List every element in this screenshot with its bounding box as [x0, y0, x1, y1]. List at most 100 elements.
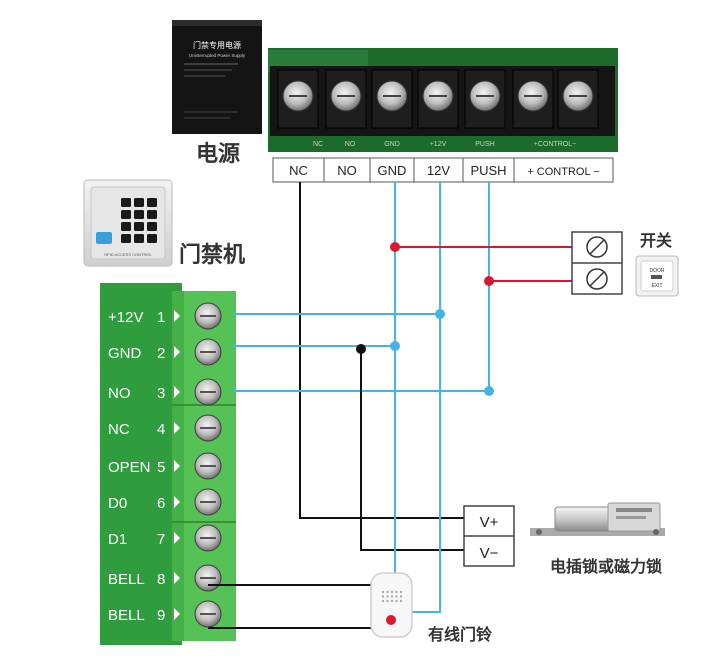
- keypad-key: [134, 210, 144, 219]
- keypad-key: [121, 210, 131, 219]
- controller-terminal-num: 3: [157, 385, 165, 402]
- grille-dot: [395, 590, 398, 594]
- lock-vplus-label: V+: [480, 514, 499, 531]
- keypad-card-reader: [96, 232, 112, 244]
- grille-dot: [395, 595, 398, 598]
- electric-lock: [530, 502, 665, 536]
- terminal-arrow: [174, 572, 180, 584]
- switch-screw-2-slot: [589, 271, 605, 287]
- terminal-arrow: [174, 422, 180, 434]
- terminal-arrow: [174, 496, 180, 508]
- psu-box-title: 门禁专用电源: [193, 40, 241, 50]
- controller-terminal-num: 8: [157, 571, 165, 588]
- lock-screw-left: [536, 529, 542, 535]
- lock-housing-label2: [616, 516, 646, 519]
- controller-terminal-name: BELL: [108, 571, 145, 588]
- grille-dot: [386, 590, 389, 594]
- doorbell: [370, 572, 413, 638]
- psu-box-top: [172, 20, 262, 26]
- controller-terminal-name: D0: [108, 495, 127, 512]
- grille-dot: [381, 590, 385, 594]
- keypad-caption: RFID ACCESS CONTROL: [104, 252, 152, 257]
- keypad-key: [147, 210, 157, 219]
- psu-terminal-label: PUSH: [470, 163, 506, 178]
- psu-silk-label: NO: [345, 141, 356, 148]
- controller-terminal-name: BELL: [108, 607, 145, 624]
- grille-dot: [386, 599, 389, 603]
- keypad-key: [134, 198, 144, 207]
- grille-dot: [381, 599, 385, 603]
- psu-terminal-label: GND: [378, 163, 407, 178]
- lock-terminals: V+ V−: [463, 505, 515, 567]
- grille-dot: [390, 590, 394, 594]
- junction-dots: [356, 242, 494, 396]
- exit-switch-terminals: [571, 231, 623, 295]
- controller-terminal-name: GND: [108, 345, 142, 362]
- controller-terminal-name: +12V: [108, 309, 143, 326]
- psu-terminal-label: NC: [289, 163, 308, 178]
- keypad-key: [147, 198, 157, 207]
- doorbell-label: 有线门铃: [428, 625, 492, 644]
- power-supply-box: 门禁专用电源 Uninterrupted Power Supply: [172, 20, 262, 134]
- grille-dot: [399, 599, 403, 603]
- keypad-key: [121, 222, 131, 231]
- controller-terminal-num: 2: [157, 345, 165, 362]
- lock-vminus-label: V−: [480, 545, 499, 562]
- psu-box-subtitle: Uninterrupted Power Supply: [189, 53, 246, 58]
- grille-dot: [399, 595, 403, 598]
- controller-terminal-name: OPEN: [108, 459, 151, 476]
- wire-gnd-to-controller: [232, 182, 396, 347]
- junction-gnd: [390, 341, 400, 351]
- junction-gnd-red: [390, 242, 400, 252]
- exit-switch-label: 开关: [640, 231, 672, 250]
- power-supply-label: 电源: [196, 141, 240, 166]
- grille-dot: [399, 590, 403, 594]
- keypad-keys: [121, 198, 157, 243]
- terminal-arrow: [174, 346, 180, 358]
- exit-button-text-door: DOOR: [650, 268, 665, 274]
- switch-screw-1-slot: [589, 239, 605, 255]
- lock-housing-label: [616, 508, 652, 512]
- wire-12v-to-doorbell: [405, 314, 441, 613]
- psu-screws: [277, 69, 599, 129]
- controller-screws: [194, 302, 222, 628]
- terminal-arrow: [174, 608, 180, 620]
- controller-terminal-num: 7: [157, 531, 165, 548]
- keypad-key: [147, 222, 157, 231]
- grille-dot: [395, 599, 398, 603]
- keypad-key: [147, 234, 157, 243]
- keypad-key: [121, 234, 131, 243]
- psu-box-body: [172, 20, 262, 134]
- access-keypad: RFID ACCESS CONTROL: [83, 179, 173, 267]
- junction-gnd-black: [356, 344, 366, 354]
- wire-gnd-to-vminus: [360, 349, 464, 551]
- doorbell-logo-icon: [386, 615, 396, 625]
- psu-silk-label: GND: [384, 141, 400, 148]
- psu-terminal-label: NO: [337, 163, 357, 178]
- doorbell-grille: [381, 590, 403, 603]
- keypad-key: [134, 234, 144, 243]
- grille-dot: [381, 595, 385, 598]
- lock-base-plate: [530, 528, 665, 536]
- controller-terminal-name: NC: [108, 421, 130, 438]
- wire-nc-to-vplus: [299, 182, 464, 519]
- controller-terminal-name: NO: [108, 385, 131, 402]
- controller-terminal-num: 9: [157, 607, 165, 624]
- keypad-key: [134, 222, 144, 231]
- junction-12v: [435, 309, 445, 319]
- exit-button-text-exit: EXIT: [651, 283, 662, 289]
- exit-button: DOOR EXIT: [635, 255, 679, 297]
- grille-dot: [390, 599, 394, 603]
- grille-dot: [386, 595, 389, 598]
- wires: [208, 182, 572, 629]
- terminal-arrow: [174, 310, 180, 322]
- exit-button-key-icon: [651, 275, 662, 279]
- grille-dot: [390, 595, 394, 598]
- terminal-arrow: [174, 460, 180, 472]
- controller-terminal-num: 6: [157, 495, 165, 512]
